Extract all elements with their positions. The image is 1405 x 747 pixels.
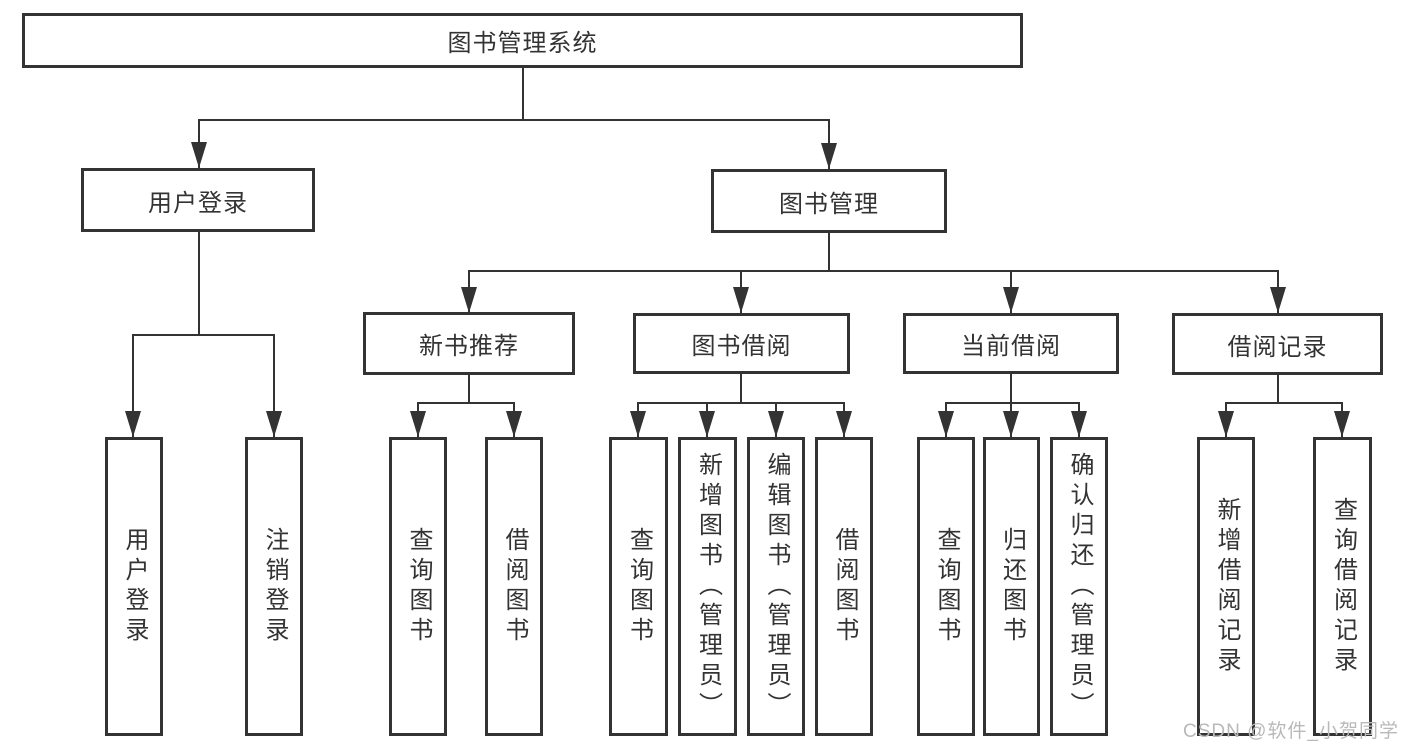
arrow-down-icon <box>266 411 282 437</box>
connector-line <box>828 233 830 271</box>
arrow-down-icon <box>699 411 715 437</box>
leaf-user-login: 用户登录 <box>105 437 163 736</box>
arrow-down-icon <box>836 411 852 437</box>
connector-line <box>198 232 200 335</box>
arrow-down-icon <box>630 411 646 437</box>
connector-line <box>273 334 275 437</box>
arrow-down-icon <box>1334 411 1350 437</box>
leaf-query-borrow-record: 查询借阅记录 <box>1313 437 1372 736</box>
leaf-borrow-book: 借阅图书 <box>815 437 873 736</box>
csdn-watermark: CSDN @软件_小贺同学 <box>1183 721 1399 742</box>
connector-line <box>945 402 1080 404</box>
connector-line <box>740 374 742 403</box>
arrow-down-icon <box>768 411 784 437</box>
arrow-down-icon <box>461 287 477 313</box>
arrow-down-icon <box>733 287 749 313</box>
arrow-down-icon <box>821 143 837 169</box>
node-book-borrow: 图书借阅 <box>633 313 850 374</box>
connector-line <box>132 334 134 437</box>
arrow-down-icon <box>938 411 954 437</box>
leaf-add-borrow-record: 新增借阅记录 <box>1197 437 1255 736</box>
connector-line <box>522 68 524 120</box>
node-book-management: 图书管理 <box>711 169 947 233</box>
node-library-system: 图书管理系统 <box>22 13 1023 68</box>
arrow-down-icon <box>1270 287 1286 313</box>
connector-line <box>1277 375 1279 403</box>
arrow-down-icon <box>410 411 426 437</box>
arrow-down-icon <box>1071 411 1087 437</box>
node-borrow-records: 借阅记录 <box>1172 313 1383 375</box>
connector-line <box>198 119 830 121</box>
connector-line <box>132 334 275 336</box>
leaf-query-book-current: 查询图书 <box>917 437 975 736</box>
leaf-query-book-recommend: 查询图书 <box>389 437 447 736</box>
arrow-down-icon <box>1003 287 1019 313</box>
arrow-down-icon <box>125 411 141 437</box>
leaf-query-book-borrow: 查询图书 <box>609 437 668 736</box>
leaf-return-book: 归还图书 <box>983 437 1040 736</box>
node-user-login: 用户登录 <box>81 168 315 232</box>
leaf-logout: 注销登录 <box>245 437 303 736</box>
arrow-down-icon <box>1218 411 1234 437</box>
leaf-add-book-admin: 新增图书（管理员） <box>678 437 737 736</box>
connector-line <box>1010 374 1012 403</box>
connector-line <box>637 402 845 404</box>
connector-line <box>468 270 1279 272</box>
arrow-down-icon <box>506 411 522 437</box>
connector-line <box>1225 402 1343 404</box>
arrow-down-icon <box>191 142 207 168</box>
node-new-book-recommend: 新书推荐 <box>363 312 575 375</box>
connector-line <box>468 375 470 403</box>
node-current-borrow: 当前借阅 <box>903 313 1119 374</box>
leaf-confirm-return-admin: 确认归还（管理员） <box>1050 437 1108 736</box>
connector-line <box>417 402 515 404</box>
arrow-down-icon <box>1003 411 1019 437</box>
leaf-edit-book-admin: 编辑图书（管理员） <box>747 437 805 736</box>
leaf-borrow-book-recommend: 借阅图书 <box>485 437 543 736</box>
